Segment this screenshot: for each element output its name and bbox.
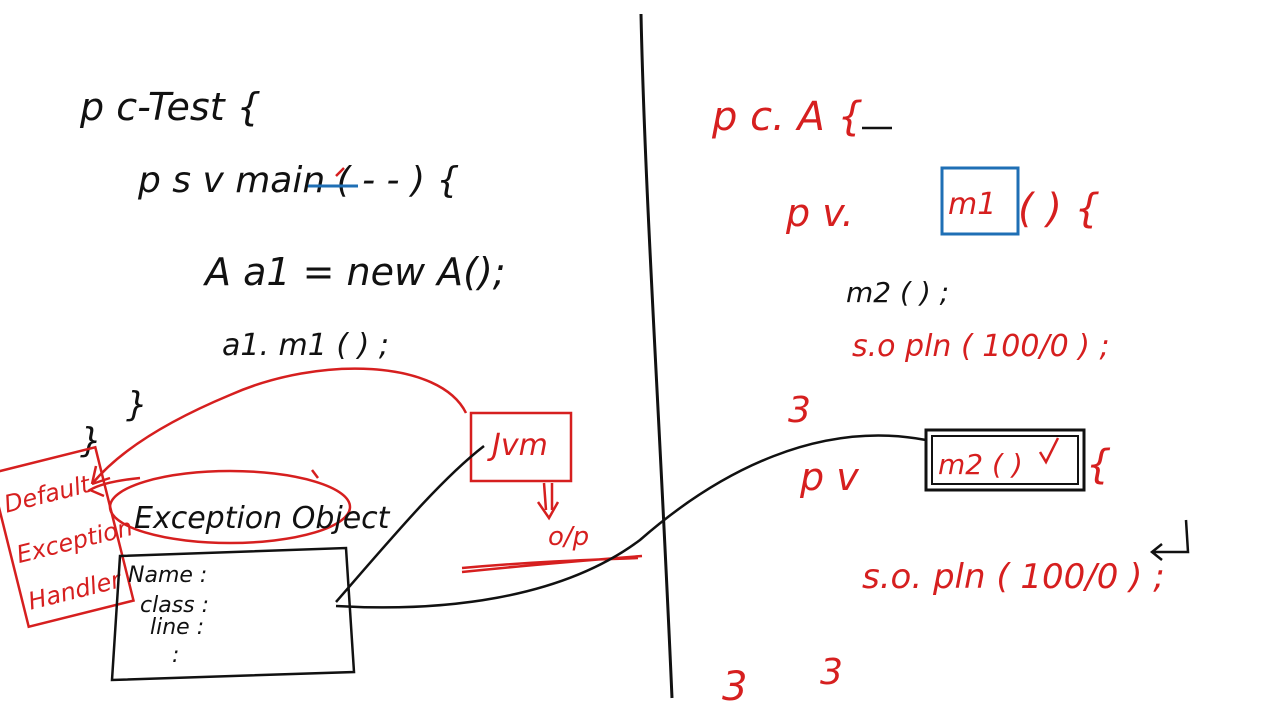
divider-line — [639, 13, 674, 699]
left-main-declaration: p s v main ( - - ) { — [137, 160, 459, 201]
output-label: o/p — [548, 522, 589, 552]
right-close-class: 3 — [820, 652, 843, 693]
print-statement-1: s.o pln ( 100/0 ) ; — [852, 329, 1110, 364]
right-close-m2: 3 — [722, 664, 747, 710]
jvm-to-object-line — [335, 445, 485, 603]
m2-highlight-box-outer — [924, 428, 1086, 492]
left-method-call: a1. m1 ( ) ; — [222, 328, 389, 363]
exception-object-label: Exception Object — [134, 501, 391, 536]
left-object-creation: A a1 = new A(); — [202, 250, 506, 294]
exception-details-box — [110, 546, 356, 682]
m2-to-object-line — [335, 434, 927, 609]
m2-highlight-box-inner — [931, 435, 1079, 485]
output-underline — [461, 554, 643, 574]
arrowhead-handler-1 — [90, 465, 111, 486]
arrowhead-handler-2 — [87, 476, 141, 498]
right-close-m1: 3 — [788, 390, 811, 431]
m1-highlight-box — [940, 166, 1020, 236]
m2-name: m2 ( ) — [938, 448, 1023, 481]
print-statement-2: s.o. pln ( 100/0 ) ; — [862, 557, 1165, 597]
ellipse-tick — [311, 469, 319, 479]
exception-field-more: : — [172, 643, 179, 668]
main-red-mark — [335, 167, 345, 177]
default-handler-line-1: Default — [1, 470, 94, 519]
right-class-declaration: p c. A { — [711, 94, 863, 140]
exception-field-name: Name : — [128, 563, 207, 588]
m2-call-statement: m2 ( ) ; — [846, 276, 949, 309]
m1-name: m1 — [948, 187, 996, 222]
left-class-declaration: p c-Test { — [79, 85, 261, 129]
exception-field-line: line : — [150, 615, 204, 640]
jvm-box — [469, 411, 573, 483]
m1-decl-suffix: ( ) { — [1018, 186, 1100, 232]
m2-open-brace: { — [1086, 442, 1111, 488]
default-handler-line-2: Exception — [14, 513, 136, 569]
default-handler-box — [0, 445, 136, 629]
m2-decl-prefix: p v — [799, 455, 859, 499]
jvm-to-handler-arrow — [91, 367, 468, 485]
default-handler-line-3: Handler — [25, 565, 126, 616]
exception-field-class: class : — [140, 593, 209, 618]
default-exception-handler: Default Exception Handler — [0, 445, 136, 629]
return-arrow — [1149, 519, 1190, 561]
jvm-label: Jvm — [487, 428, 548, 463]
m1-decl-prefix: p v. — [785, 191, 854, 235]
m2-tick — [1038, 437, 1060, 465]
jvm-down-arrow — [536, 482, 560, 521]
left-close-main: } — [126, 385, 148, 425]
